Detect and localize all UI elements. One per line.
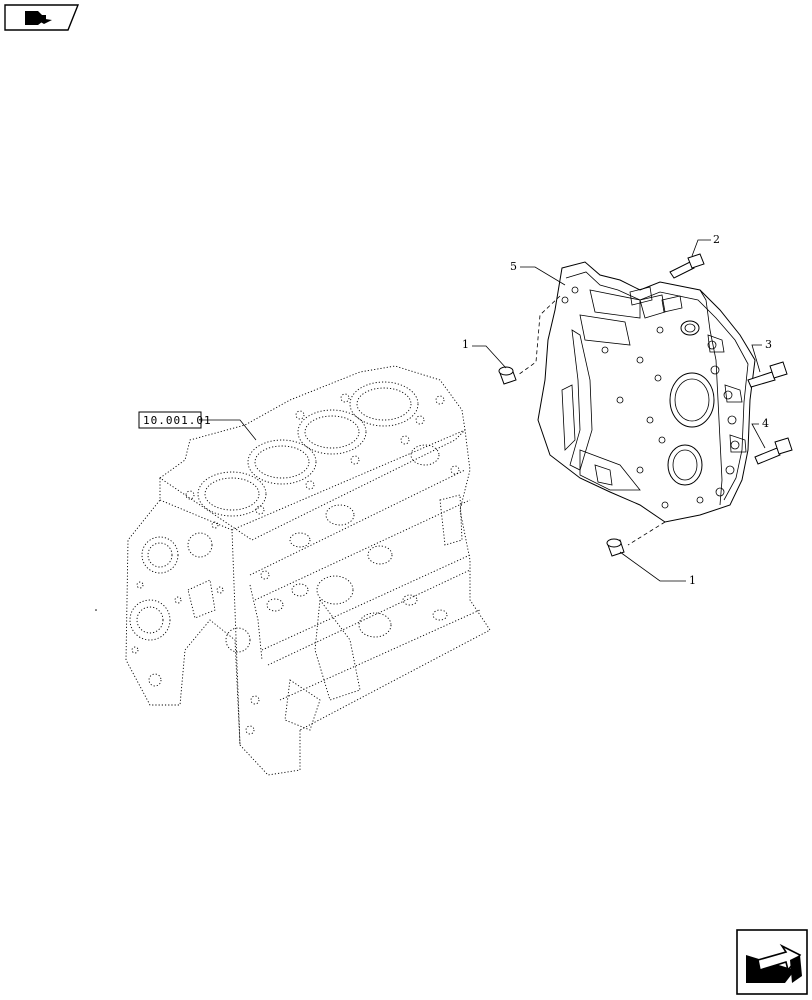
bolt-4 xyxy=(754,437,793,465)
svg-text:5: 5 xyxy=(510,260,517,273)
folder-back-icon[interactable] xyxy=(4,4,80,31)
next-page-arrow-icon[interactable] xyxy=(736,929,808,995)
reference-label: 10.001.01 xyxy=(143,414,212,427)
svg-text:3: 3 xyxy=(765,338,772,351)
callout-3[interactable]: 3 xyxy=(751,338,772,373)
bolt-3 xyxy=(747,361,788,388)
reference-leader xyxy=(201,419,257,441)
gear-housing-plate xyxy=(537,261,756,523)
callout-2[interactable]: 2 xyxy=(691,233,720,257)
svg-text:2: 2 xyxy=(713,233,720,246)
dowel-pin-upper xyxy=(498,366,517,385)
assembly-line-left xyxy=(517,295,561,376)
bolt-2 xyxy=(669,253,705,279)
svg-text:1: 1 xyxy=(462,338,469,351)
engine-block xyxy=(125,365,491,776)
callout-4[interactable]: 4 xyxy=(751,417,769,449)
reference-label-box[interactable]: 10.001.01 xyxy=(138,411,212,429)
svg-text:4: 4 xyxy=(762,417,769,430)
callout-5[interactable]: 5 xyxy=(510,260,566,286)
assembly-line-bottom xyxy=(627,521,666,546)
stray-dot xyxy=(95,609,97,611)
callout-1-upper[interactable]: 1 xyxy=(462,338,507,369)
callout-1-lower[interactable]: 1 xyxy=(619,551,696,587)
svg-text:1: 1 xyxy=(689,574,696,587)
